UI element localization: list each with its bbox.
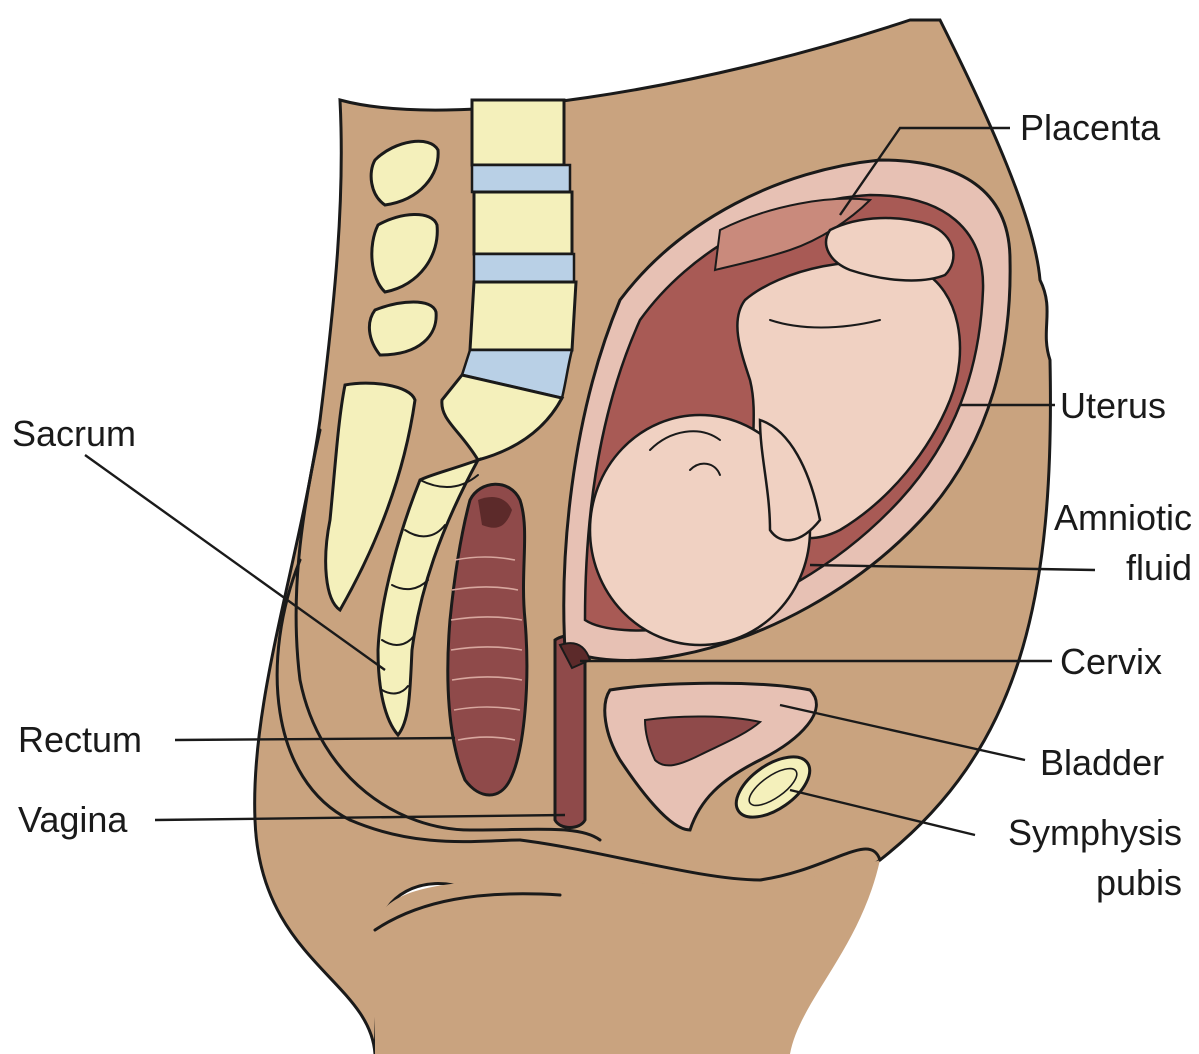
label-rectum: Rectum (18, 719, 142, 760)
label-vagina: Vagina (18, 799, 128, 840)
label-bladder: Bladder (1040, 742, 1164, 783)
label-placenta: Placenta (1020, 107, 1161, 148)
label-cervix: Cervix (1060, 641, 1162, 682)
label-symphysis-line2: pubis (1096, 862, 1182, 903)
label-sacrum: Sacrum (12, 413, 136, 454)
label-symphysis-line1: Symphysis (1008, 812, 1182, 853)
label-amniotic-line2: fluid (1126, 547, 1192, 588)
label-uterus: Uterus (1060, 385, 1166, 426)
label-amniotic-line1: Amniotic (1054, 497, 1192, 538)
thigh-region (375, 860, 880, 1054)
